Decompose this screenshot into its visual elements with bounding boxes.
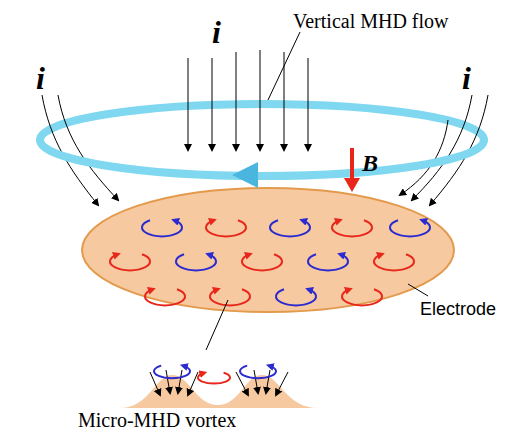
blue-vortex — [276, 289, 316, 305]
red-vortex — [332, 220, 372, 236]
diagram-label: i — [462, 60, 471, 97]
leader-line — [408, 284, 428, 296]
red-vortex — [242, 254, 282, 270]
field-arrow — [350, 148, 354, 180]
diagram-label: B — [362, 150, 378, 177]
diagram-label: Vertical MHD flow — [293, 10, 449, 33]
red-vortex — [206, 220, 246, 236]
diagram-label: Electrode — [420, 299, 496, 320]
blue-vortex — [154, 366, 190, 379]
blue-vortex — [142, 220, 182, 236]
red-vortex — [110, 254, 150, 270]
vortex-group — [110, 220, 430, 305]
blue-vortex — [176, 254, 216, 270]
red-vortex — [198, 373, 230, 384]
diagram-label: i — [36, 60, 45, 97]
diagram-label: i — [212, 14, 221, 51]
red-vortex — [145, 289, 185, 305]
blue-vortex — [270, 220, 310, 236]
current-arrows — [42, 50, 488, 205]
flow-ring-back — [40, 104, 484, 140]
blue-vortex — [240, 366, 276, 379]
micro-current-arrows — [150, 370, 288, 395]
electrode-disk — [82, 188, 454, 312]
diagram-label: Micro-MHD vortex — [78, 409, 236, 432]
red-vortex — [374, 254, 414, 270]
flow-ring-front — [40, 140, 484, 176]
flow-arrowhead — [232, 162, 258, 188]
current-bump — [120, 375, 318, 408]
leader-line — [206, 300, 228, 350]
red-vortex — [342, 289, 382, 305]
blue-vortex — [390, 220, 430, 236]
field-arrowhead — [344, 178, 360, 192]
blue-vortex — [308, 254, 348, 270]
red-vortex — [210, 289, 250, 305]
